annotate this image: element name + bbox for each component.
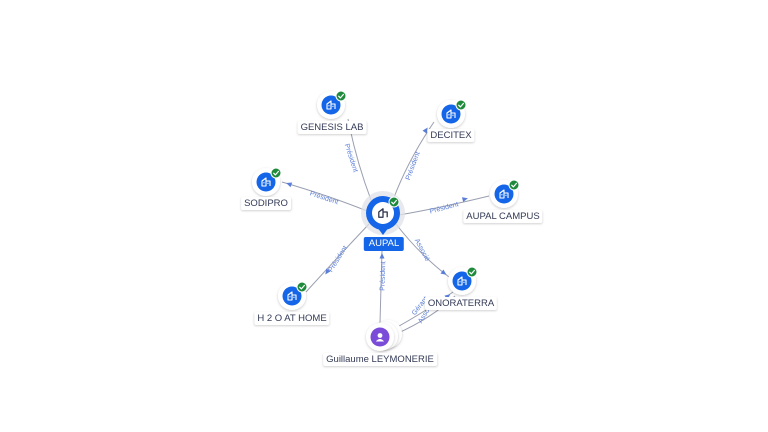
building-icon — [261, 177, 271, 187]
node-campus[interactable] — [490, 179, 520, 208]
edge-arrow-icon — [422, 127, 428, 134]
node-genesis[interactable] — [317, 90, 347, 119]
node-sodipro[interactable] — [252, 167, 282, 196]
verified-check-icon — [388, 196, 400, 208]
verified-check-icon — [296, 281, 308, 293]
edge-label: Président — [429, 201, 459, 215]
node-center[interactable] — [361, 191, 405, 235]
edge-line — [281, 181, 368, 212]
nodes-layer — [252, 90, 520, 351]
building-icon — [378, 208, 388, 218]
verified-check-icon — [335, 90, 347, 102]
edge-label: Président — [327, 245, 349, 274]
person-icon — [375, 333, 385, 342]
edge-label: Président — [309, 190, 339, 206]
node-decitex[interactable] — [437, 99, 467, 128]
node-label-decitex[interactable]: DECITEX — [427, 129, 475, 142]
edge-arrow-icon — [444, 294, 451, 300]
edge-label: Associé — [413, 238, 431, 263]
node-label-genesis[interactable]: GENESIS LAB — [297, 121, 367, 134]
edge-center-h2o: Président — [305, 223, 370, 293]
building-icon — [499, 189, 509, 199]
verified-check-icon — [508, 179, 520, 191]
building-icon — [287, 291, 297, 301]
center-node-label[interactable]: AUPAL — [363, 237, 405, 251]
verified-check-icon — [270, 167, 282, 179]
node-person[interactable] — [366, 320, 402, 351]
edge-arrow-icon — [286, 182, 293, 188]
building-icon — [326, 100, 336, 110]
verified-check-icon — [466, 266, 478, 278]
edge-line — [398, 195, 490, 216]
edge-label: Président — [379, 261, 387, 291]
edge-line — [305, 223, 370, 293]
edge-arrow-icon — [461, 197, 468, 203]
building-icon — [446, 109, 456, 119]
edge-person-center: Président — [379, 249, 387, 324]
edge-arrow-icon — [379, 253, 385, 259]
edge-center-onora: Associé — [395, 223, 450, 278]
node-onora[interactable] — [448, 266, 478, 295]
node-h2o[interactable] — [278, 281, 308, 310]
edge-arrow-icon — [325, 268, 331, 275]
edge-label: Président — [343, 143, 359, 173]
edge-arrow-icon — [440, 269, 447, 275]
node-label-person[interactable]: Guillaume LEYMONERIE — [323, 353, 437, 366]
node-label-h2o[interactable]: H 2 O AT HOME — [254, 312, 330, 325]
edge-center-sodipro: Président — [281, 181, 368, 212]
node-label-campus[interactable]: AUPAL CAMPUS — [463, 210, 543, 223]
node-label-sodipro[interactable]: SODIPRO — [241, 197, 291, 210]
building-icon — [457, 276, 467, 286]
verified-check-icon — [455, 99, 467, 111]
node-label-onora[interactable]: ONORATERRA — [424, 297, 498, 310]
